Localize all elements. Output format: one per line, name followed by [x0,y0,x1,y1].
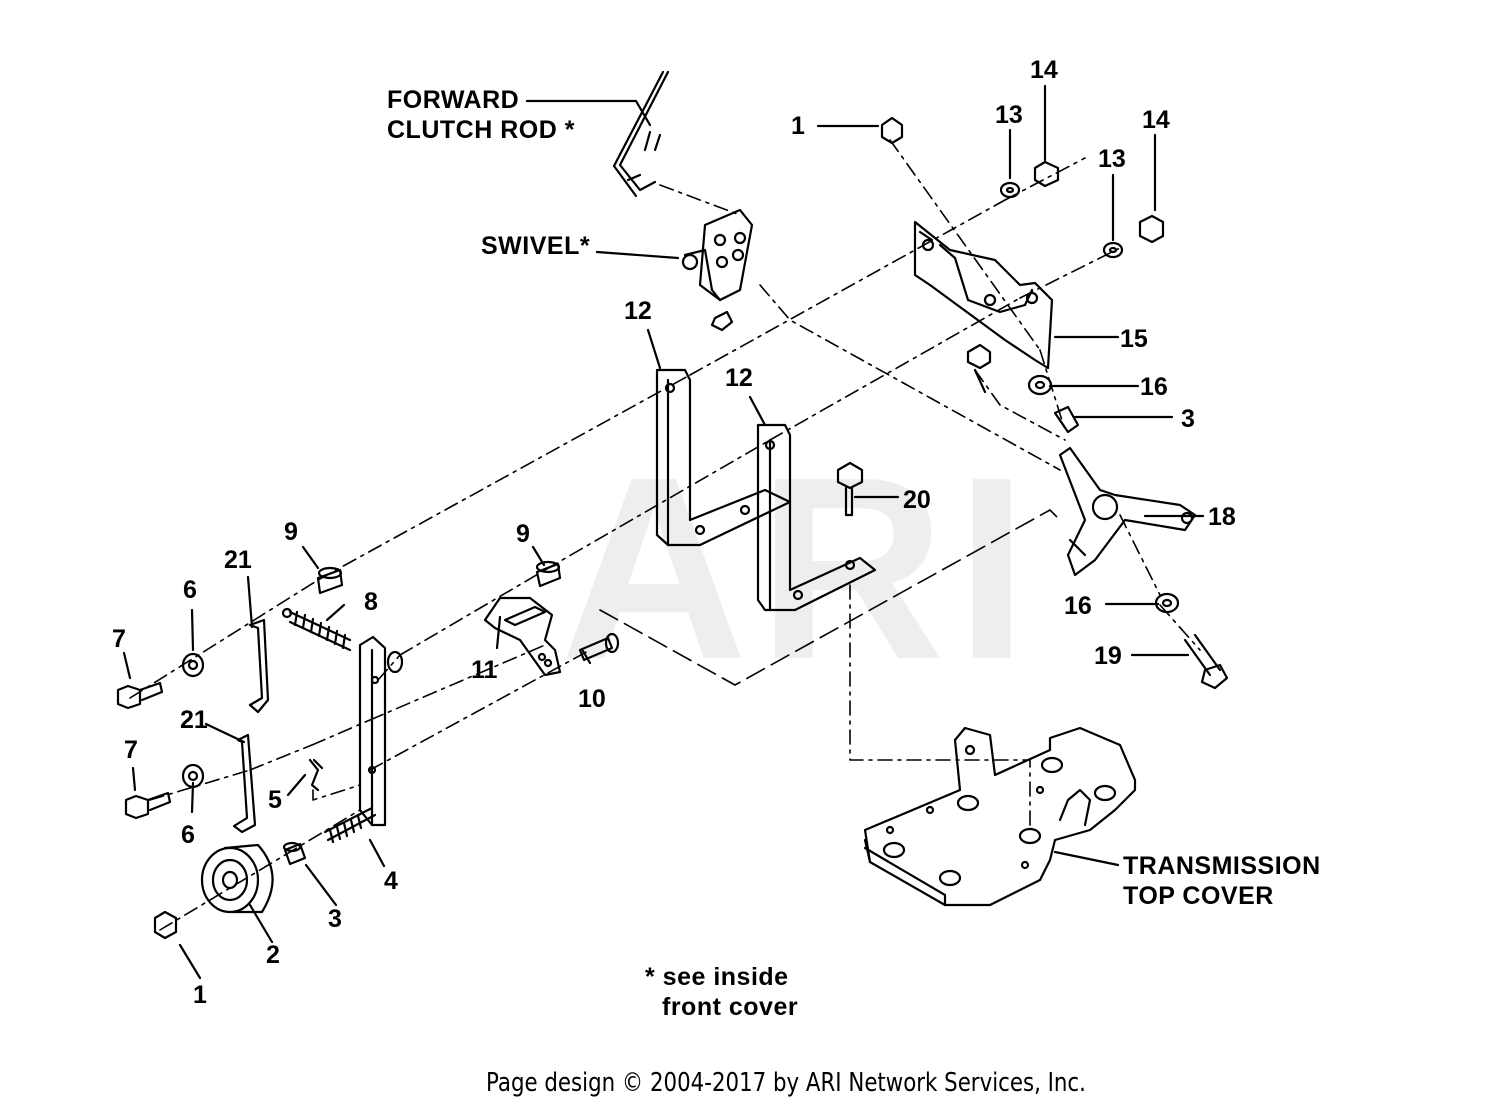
transmission-dash-line [599,509,1061,686]
bolt-20 [836,461,864,517]
part-number-1-top: 1 [791,112,805,140]
bolt-7-b [124,791,172,820]
see-inside-note-line1: * see inside [645,963,789,991]
bracket-12-b [756,423,877,612]
nut-14-b [1138,214,1165,244]
part-number-5: 5 [268,786,282,814]
part-number-21-a: 21 [224,546,252,574]
spring-8 [281,607,352,652]
swivel-label: SWIVEL* [481,232,591,260]
forward-clutch-rod [612,70,670,198]
transmission-top-cover-label-line2: TOP COVER [1123,882,1274,910]
bolt-10 [578,632,620,662]
spacer-3-a [1053,405,1080,434]
part-number-9-a: 9 [284,518,298,546]
transmission-top-cover [863,726,1137,907]
bolt-upper [966,343,992,394]
part-number-13-b: 13 [1098,145,1126,173]
part-number-1-bottom: 1 [193,981,207,1009]
arm-4 [323,635,404,844]
part-number-16-a: 16 [1140,373,1168,401]
strip-21-a [248,618,270,714]
part-number-3-b: 3 [328,905,342,933]
part-number-9-b: 9 [516,520,530,548]
washer-13-b [1102,241,1124,259]
bracket-11 [483,596,562,677]
pulley-2 [200,843,274,914]
part-number-19: 19 [1094,642,1122,670]
nut-1-top [880,116,904,145]
part-number-12-b: 12 [725,364,753,392]
nut-1-bottom [153,910,178,940]
part-number-12-a: 12 [624,297,652,325]
bolt-19 [1183,633,1229,690]
spacer-9-b [535,560,562,588]
part-number-2: 2 [266,941,280,969]
washer-13-a [999,181,1021,199]
plate-15 [913,220,1054,370]
spacer-9-a [316,566,344,595]
washer-16-b [1154,592,1180,614]
washer-6-a [181,652,205,678]
leader-lines [122,84,1205,980]
part-number-8: 8 [364,588,378,616]
part-number-10: 10 [578,685,606,713]
part-number-14-a: 14 [1030,56,1058,84]
swivel-bracket [681,208,754,332]
strip-21-b [232,733,257,834]
transmission-top-cover-label-line1: TRANSMISSION [1123,852,1321,880]
part-number-14-b: 14 [1142,106,1170,134]
part-number-3-a: 3 [1181,405,1195,433]
part-number-4: 4 [384,867,398,895]
part-number-20: 20 [903,486,931,514]
part-number-7-b: 7 [124,736,138,764]
lever-18 [1058,446,1197,577]
part-number-18: 18 [1208,503,1236,531]
washer-6-b [181,763,205,789]
part-number-6-a: 6 [183,576,197,604]
part-number-11: 11 [471,656,498,684]
part-number-15: 15 [1120,325,1148,353]
forward-clutch-rod-label-line1: FORWARD [387,86,520,114]
bolt-7-a [116,681,164,710]
forward-clutch-rod-label-line2: CLUTCH ROD * [387,116,575,144]
bracket-12-a [655,368,792,547]
clip-5 [308,758,324,792]
part-number-7-a: 7 [112,625,126,653]
nut-14-a [1033,160,1060,188]
spacer-3-b [282,841,307,866]
copyright-footer: Page design © 2004-2017 by ARI Network S… [486,1068,1086,1098]
part-number-16-b: 16 [1064,592,1092,620]
see-inside-note-line2: front cover [662,993,799,1021]
washer-16-a [1027,374,1053,396]
part-number-21-b: 21 [180,706,208,734]
part-number-13-a: 13 [995,101,1023,129]
ari-watermark: ARI [560,424,1038,714]
part-number-6-b: 6 [181,821,195,849]
